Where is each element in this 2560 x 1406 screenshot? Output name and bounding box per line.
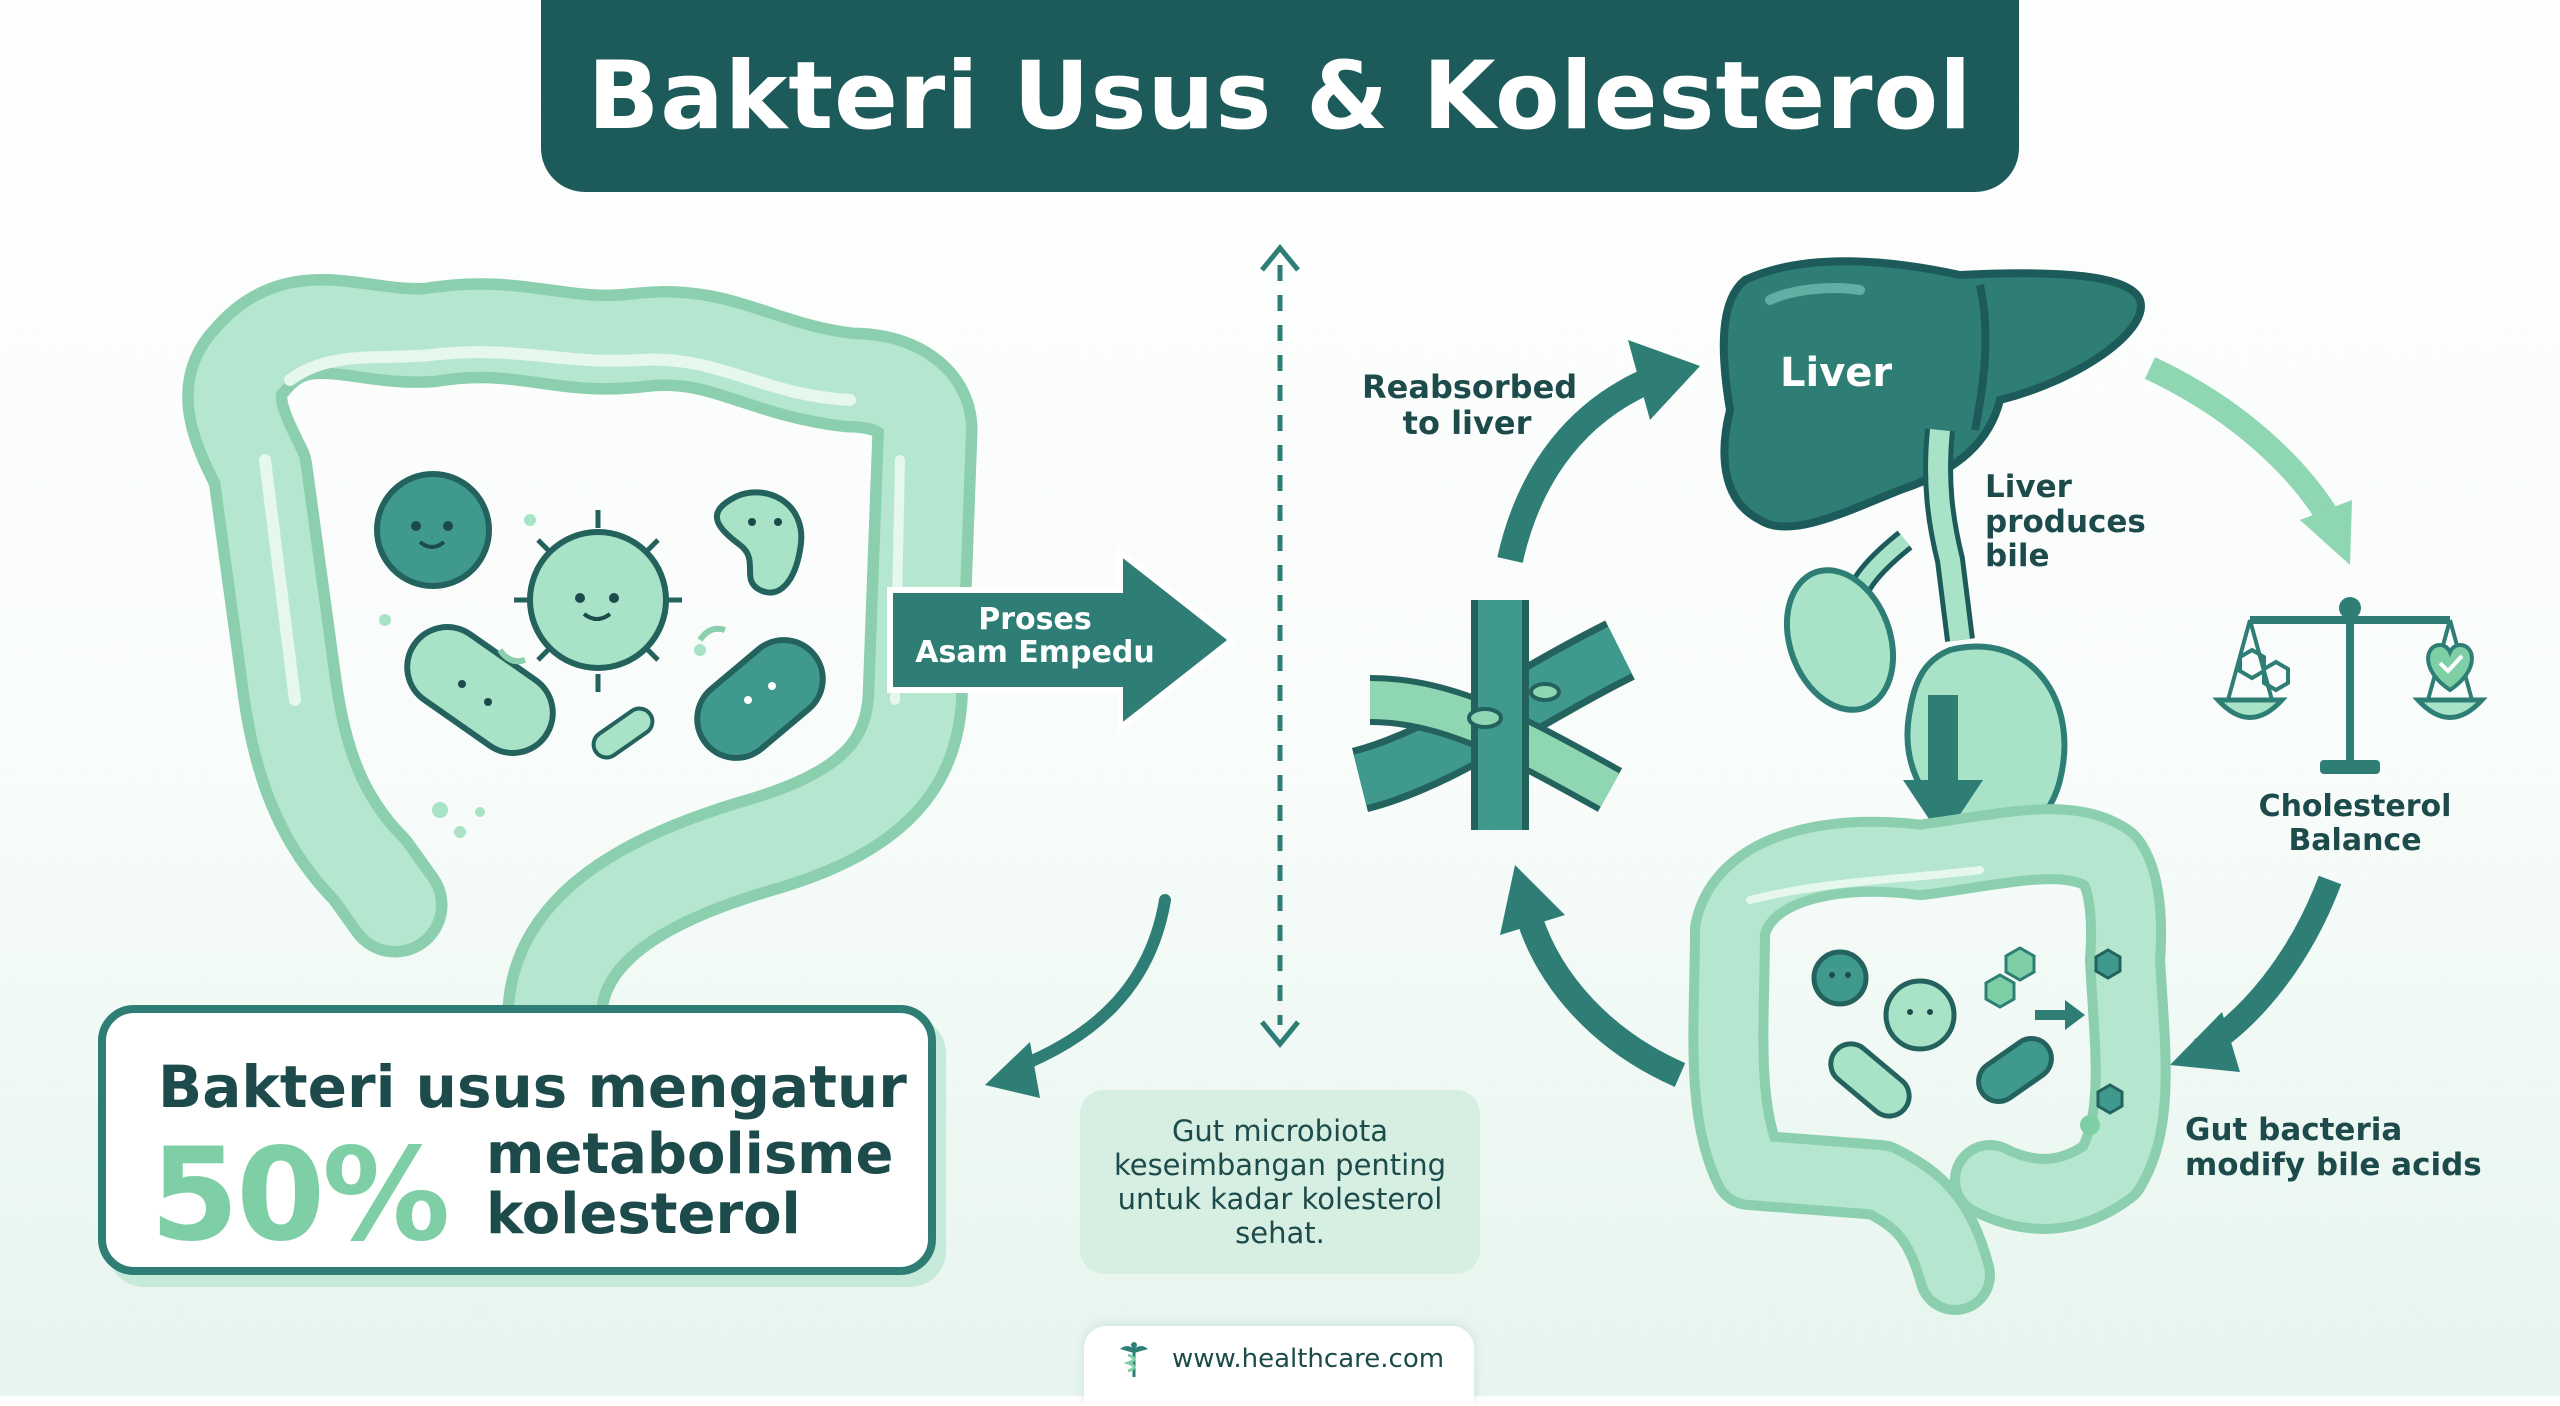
microbe-bits <box>379 514 726 838</box>
cycle-arrow-reabsorb <box>1497 340 1700 563</box>
cycle-arrow-to-balance <box>2144 357 2352 565</box>
small-intestine-illustration <box>1688 804 2171 1315</box>
gut-bacteria-label: Gut bacteria modify bile acids <box>2185 1112 2482 1183</box>
process-arrow-line1: Proses <box>978 602 1092 637</box>
note-text: Gut microbiota keseimbangan penting untu… <box>1113 1113 1447 1251</box>
bile-flow-arrow <box>1903 695 1983 840</box>
caduceus-icon <box>1119 1342 1148 1377</box>
liver-label: Liver <box>1780 350 1893 396</box>
gallbladder <box>1783 567 1897 713</box>
divider-line <box>1260 244 1300 1048</box>
bacterium-rod-dark <box>694 637 826 761</box>
process-arrow-label: Proses Asam Empedu <box>885 603 1185 669</box>
balance-scale-icon <box>2212 597 2488 774</box>
gut-bacteria-mini <box>1811 946 2124 1135</box>
footer-url[interactable]: www.healthcare.com <box>1171 1344 1445 1374</box>
liver-organ <box>1719 257 2145 531</box>
cycle-arrow-to-gut <box>2170 875 2342 1072</box>
footer-badge[interactable]: www.healthcare.com <box>1084 1326 1474 1406</box>
title-banner: Bakteri Usus & Kolesterol <box>541 0 2019 192</box>
process-arrow <box>887 545 1237 735</box>
curved-arrow-to-summary <box>985 894 1171 1098</box>
summary-line2-group: metabolisme kolesterol <box>486 1122 894 1248</box>
blood-vessel-illustration <box>1351 600 1635 830</box>
summary-percent: 50% <box>150 1121 450 1270</box>
process-arrow-line2: Asam Empedu <box>915 635 1155 670</box>
cycle-arrow-to-vessel <box>1500 865 1686 1087</box>
bacterium-round-dark <box>374 471 492 589</box>
liver-produces-label: Liver produces bile <box>1985 469 2146 575</box>
large-intestine-illustration <box>182 274 978 1063</box>
bacterium-spiky-round <box>514 510 682 692</box>
bacterium-bean <box>714 489 805 596</box>
summary-line3: kolesterol <box>486 1182 801 1248</box>
summary-line1: Bakteri usus mengatur <box>158 1053 907 1121</box>
page-title: Bakteri Usus & Kolesterol <box>587 41 1973 151</box>
summary-line2: metabolisme <box>486 1122 894 1187</box>
reabsorbed-label: Reabsorbed to liver <box>1362 368 1578 442</box>
cholesterol-balance-label: Cholesterol Balance <box>2258 789 2452 858</box>
summary-box: Bakteri usus mengatur 50% metabolisme ko… <box>98 1005 936 1275</box>
note-box: Gut microbiota keseimbangan penting untu… <box>1080 1090 1480 1274</box>
